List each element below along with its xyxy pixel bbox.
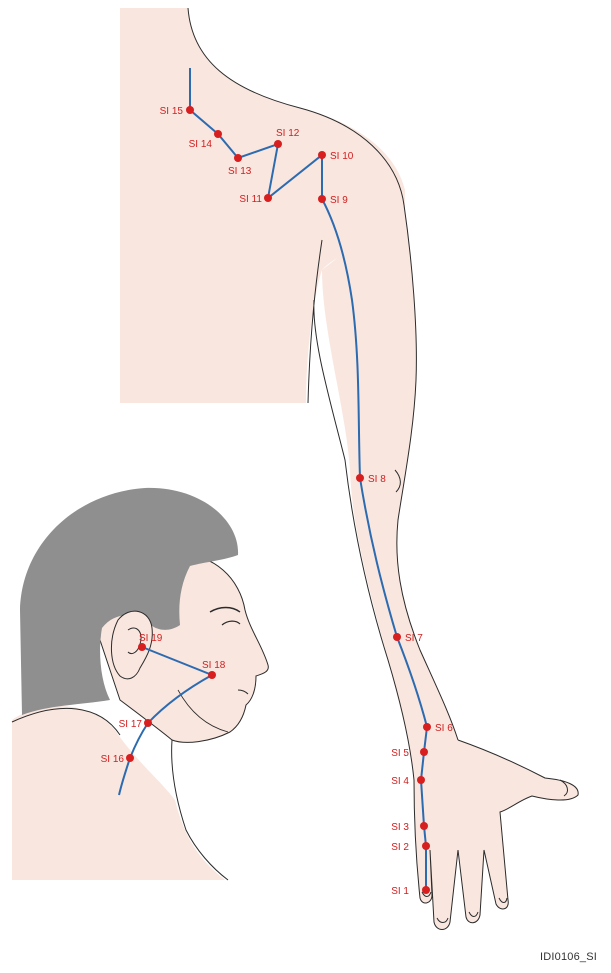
- si1-label: SI 1: [391, 886, 409, 897]
- arm-body: [322, 205, 578, 930]
- si12-point: [274, 140, 282, 148]
- si7-point: [393, 633, 401, 641]
- si19-label: SI 19: [139, 633, 163, 644]
- si15-label: SI 15: [160, 106, 184, 117]
- si14-point: [214, 130, 222, 138]
- si1-point: [422, 886, 430, 894]
- si3-point: [420, 822, 428, 830]
- si14-label: SI 14: [189, 139, 213, 150]
- si5-point: [420, 748, 428, 756]
- head-figure: [12, 488, 268, 880]
- si5-label: SI 5: [391, 748, 409, 759]
- si16-label: SI 16: [101, 754, 125, 765]
- si16-point: [126, 754, 134, 762]
- si9-label: SI 9: [330, 195, 348, 206]
- si4-point: [417, 776, 425, 784]
- si8-label: SI 8: [368, 474, 386, 485]
- si12-label: SI 12: [276, 128, 300, 139]
- si2-label: SI 2: [391, 842, 409, 853]
- si10-label: SI 10: [330, 151, 354, 162]
- figure-id: IDI0106_SI: [540, 951, 597, 963]
- si6-point: [423, 723, 431, 731]
- si18-point: [208, 671, 216, 679]
- si17-point: [144, 719, 152, 727]
- si6-label: SI 6: [435, 723, 453, 734]
- si13-point: [234, 154, 242, 162]
- si17-label: SI 17: [119, 719, 143, 730]
- si18-label: SI 18: [202, 660, 226, 671]
- si2-point: [422, 842, 430, 850]
- si4-label: SI 4: [391, 776, 409, 787]
- si19-point: [138, 643, 146, 651]
- si11-label: SI 11: [239, 194, 262, 205]
- si8-point: [356, 474, 364, 482]
- si10-point: [318, 151, 326, 159]
- si7-label: SI 7: [405, 633, 423, 644]
- si13-label: SI 13: [228, 166, 252, 177]
- si15-point: [186, 106, 194, 114]
- si11-point: [264, 194, 272, 202]
- si3-label: SI 3: [391, 822, 409, 833]
- si9-point: [318, 195, 326, 203]
